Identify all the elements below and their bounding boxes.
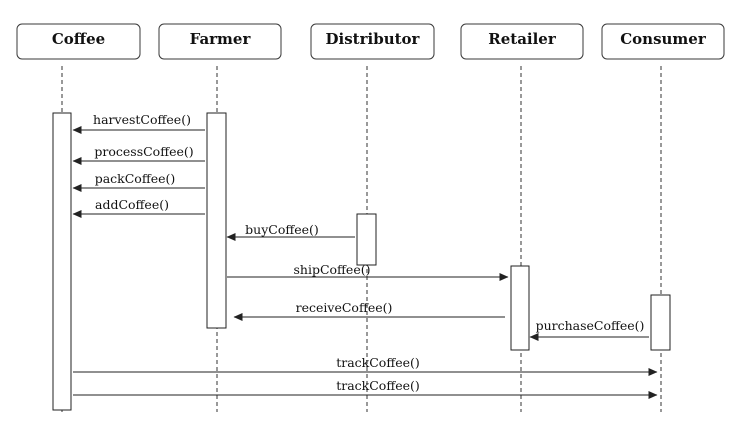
actor-retailer: Retailer <box>460 23 584 60</box>
messages: harvestCoffee() processCoffee() packCoff… <box>72 112 658 399</box>
message-ship-coffee: shipCoffee() <box>227 262 509 281</box>
message-label: receiveCoffee() <box>296 300 393 315</box>
message-label: packCoffee() <box>95 171 176 186</box>
actor-label: Consumer <box>620 30 707 48</box>
message-track-coffee-2: trackCoffee() <box>73 378 658 399</box>
message-pack-coffee: packCoffee() <box>72 171 205 192</box>
message-label: harvestCoffee() <box>93 112 191 127</box>
message-buy-coffee: buyCoffee() <box>226 222 355 241</box>
message-add-coffee: addCoffee() <box>72 197 205 218</box>
actor-label: Distributor <box>326 30 421 48</box>
actor-consumer: Consumer <box>601 23 725 60</box>
activation-coffee <box>52 112 72 411</box>
message-receive-coffee: receiveCoffee() <box>233 300 505 321</box>
actor-label: Farmer <box>190 30 252 48</box>
message-label: trackCoffee() <box>336 355 420 370</box>
message-track-coffee-1: trackCoffee() <box>73 355 658 376</box>
message-label: buyCoffee() <box>245 222 319 237</box>
activation-farmer <box>206 112 227 329</box>
message-purchase-coffee: purchaseCoffee() <box>529 318 649 341</box>
message-label: processCoffee() <box>94 144 193 159</box>
actor-label: Retailer <box>488 30 557 48</box>
message-process-coffee: processCoffee() <box>72 144 205 165</box>
message-label: purchaseCoffee() <box>536 318 645 333</box>
message-label: trackCoffee() <box>336 378 420 393</box>
message-harvest-coffee: harvestCoffee() <box>72 112 205 134</box>
message-label: addCoffee() <box>95 197 169 212</box>
actor-coffee: Coffee <box>16 23 141 60</box>
activation-retailer <box>510 265 530 351</box>
activation-distributor <box>356 213 377 266</box>
activations <box>52 112 671 411</box>
message-label: shipCoffee() <box>294 262 371 277</box>
actor-label: Coffee <box>52 30 105 48</box>
actor-farmer: Farmer <box>158 23 282 60</box>
actor-distributor: Distributor <box>310 23 435 60</box>
activation-consumer <box>650 294 671 351</box>
